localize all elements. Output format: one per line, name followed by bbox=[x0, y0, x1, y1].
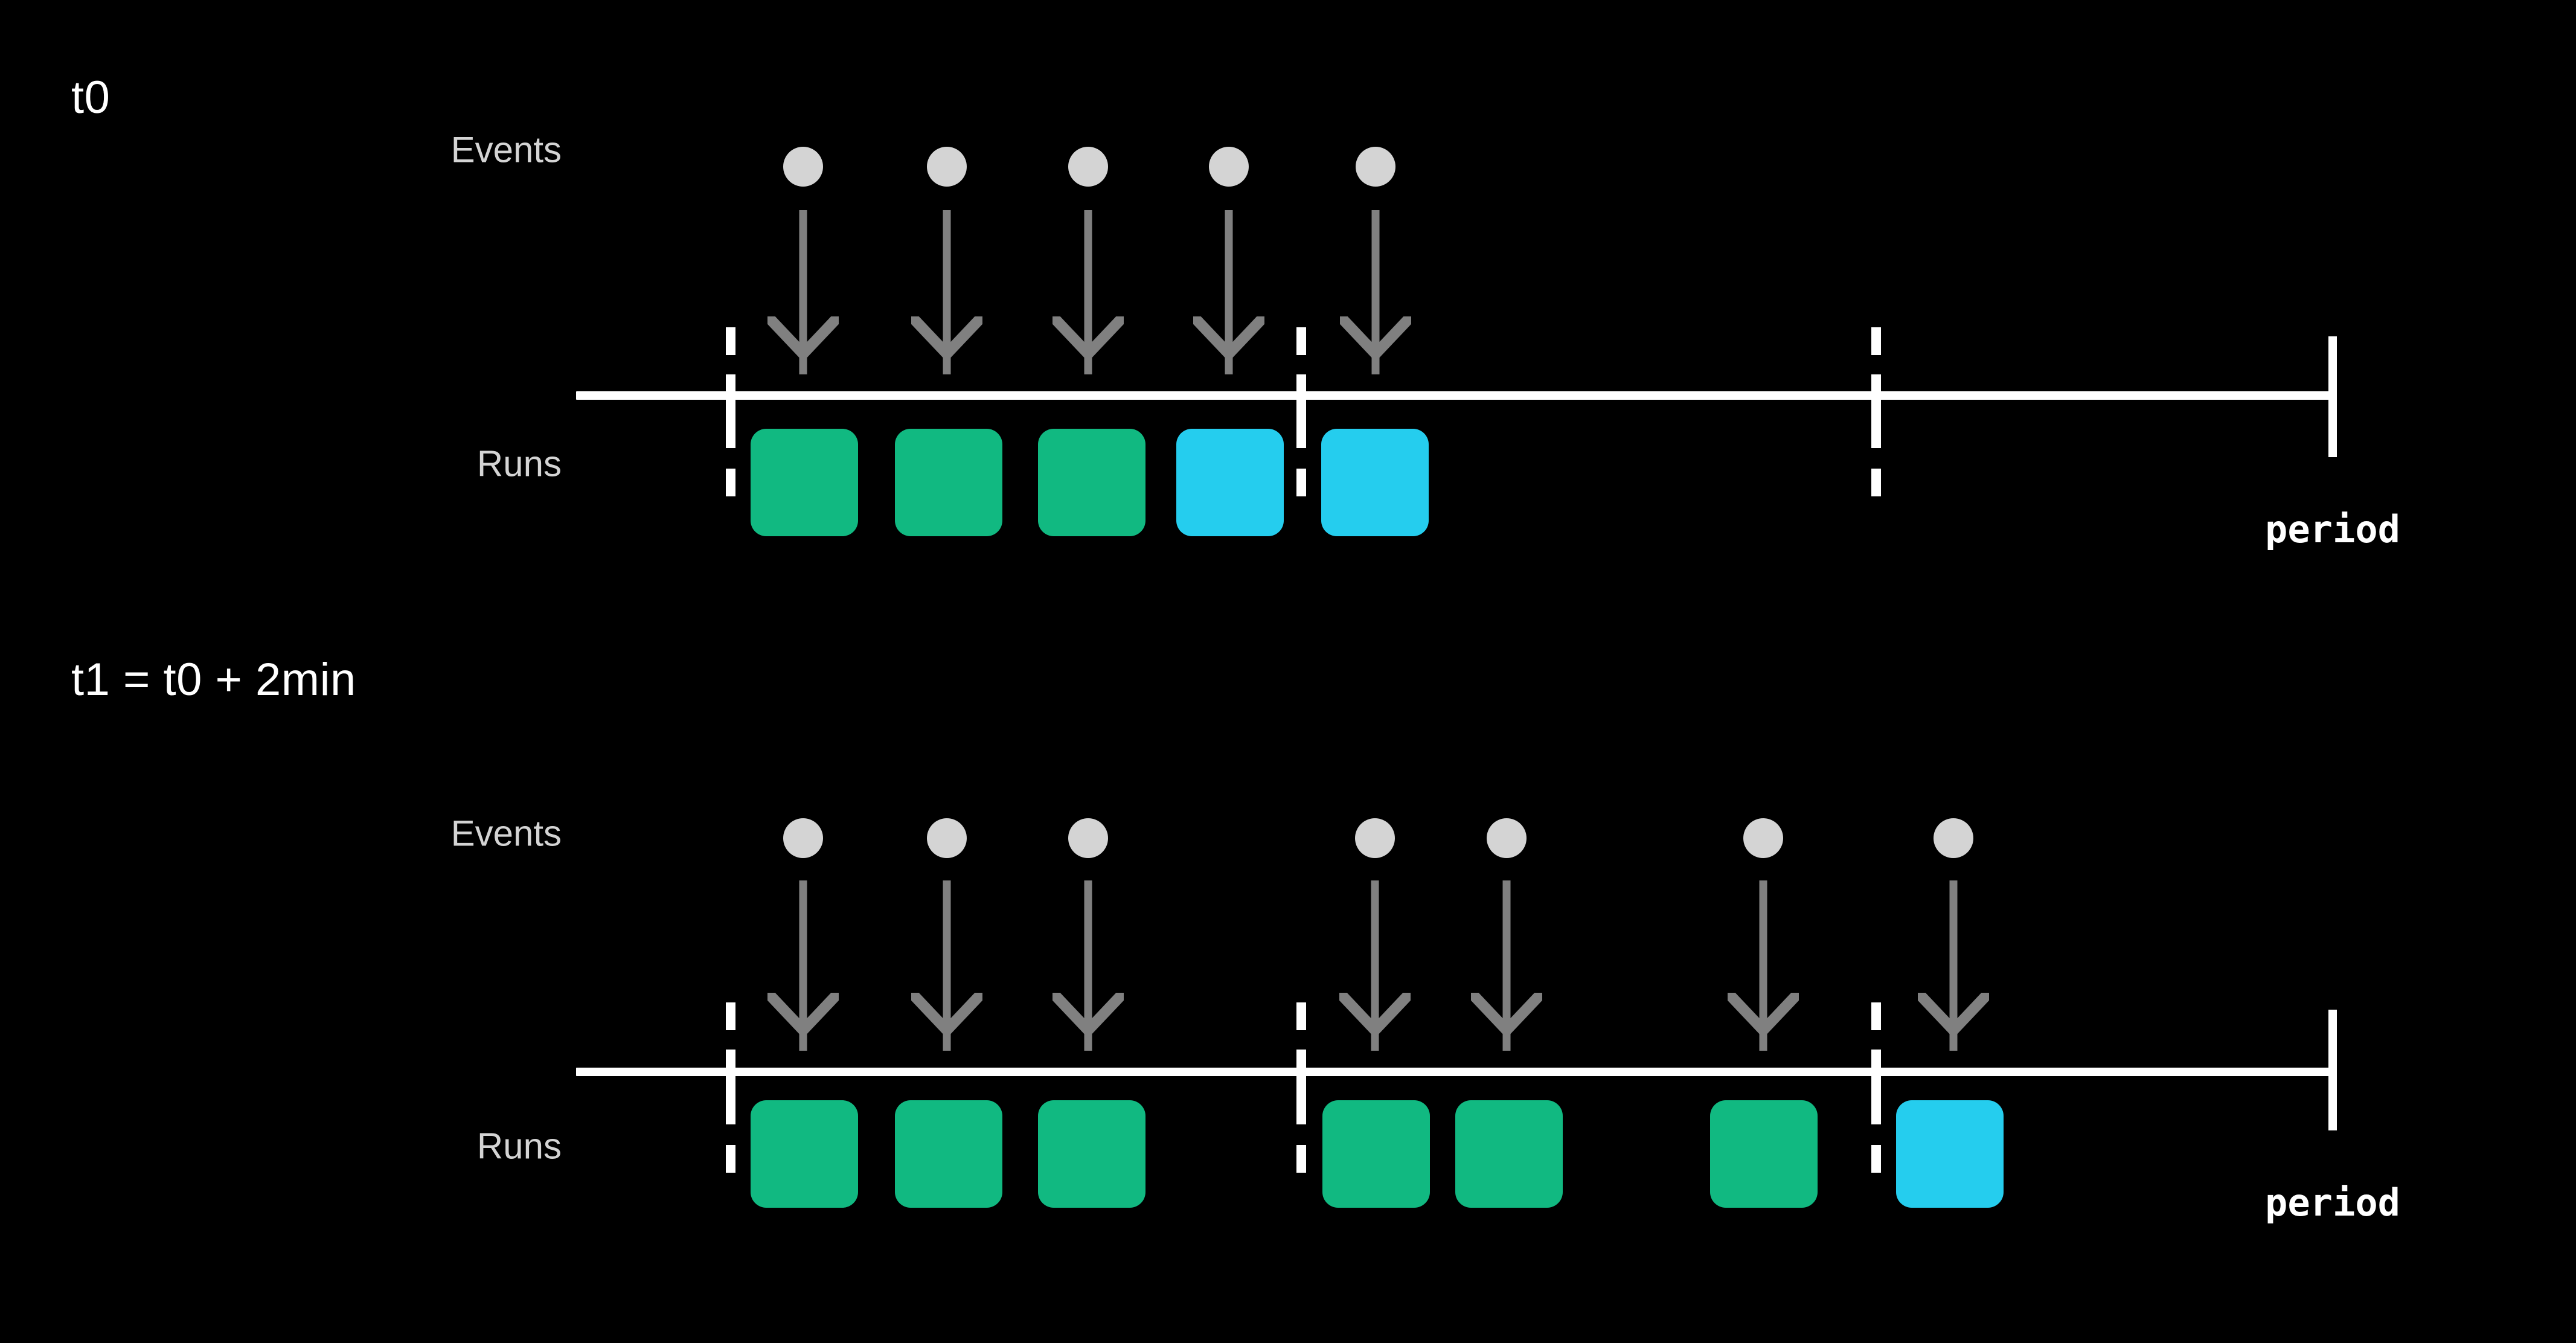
event-arrow-shaft-t0-2 bbox=[1084, 210, 1092, 374]
period-dash-t1-0 bbox=[726, 1002, 735, 1030]
event-dot-t1-3 bbox=[1355, 818, 1395, 858]
event-arrow-shaft-t0-1 bbox=[943, 210, 951, 374]
event-arrow-shaft-t1-4 bbox=[1502, 880, 1511, 1051]
run-block-t1-1 bbox=[895, 1100, 1002, 1208]
period-dash-t1-1 bbox=[1296, 1145, 1306, 1173]
runs-row-label-t1: Runs bbox=[476, 1126, 562, 1167]
period-dash-t1-0 bbox=[726, 1081, 735, 1124]
event-dot-t0-1 bbox=[927, 147, 967, 187]
run-block-t0-3 bbox=[1176, 429, 1284, 536]
event-arrow-head-t1-3 bbox=[1339, 993, 1411, 1051]
event-arrow-shaft-t1-3 bbox=[1371, 880, 1379, 1051]
timeline-axis-t0 bbox=[576, 391, 2336, 400]
period-dash-t0-1 bbox=[1296, 469, 1306, 496]
period-dash-t0-2 bbox=[1871, 405, 1881, 448]
event-arrow-shaft-t1-5 bbox=[1759, 880, 1767, 1051]
time-label-t1: t1 = t0 + 2min bbox=[71, 654, 356, 705]
event-dot-t1-4 bbox=[1487, 818, 1527, 858]
run-block-t1-0 bbox=[751, 1100, 858, 1208]
event-arrow-shaft-t1-1 bbox=[943, 880, 951, 1051]
run-block-t1-3 bbox=[1322, 1100, 1430, 1208]
event-arrow-head-t1-6 bbox=[1918, 993, 1989, 1051]
event-dot-t1-0 bbox=[783, 818, 823, 858]
period-dash-t1-1 bbox=[1296, 1081, 1306, 1124]
time-label-t0: t0 bbox=[71, 72, 111, 123]
run-block-t0-2 bbox=[1038, 429, 1145, 536]
period-dash-t0-2 bbox=[1871, 327, 1881, 355]
events-row-label-t1: Events bbox=[450, 813, 562, 854]
run-block-t1-5 bbox=[1710, 1100, 1818, 1208]
event-arrow-head-t0-1 bbox=[911, 316, 982, 374]
period-dash-t1-0 bbox=[726, 1145, 735, 1173]
event-arrow-shaft-t1-2 bbox=[1084, 880, 1092, 1051]
event-arrow-shaft-t0-0 bbox=[799, 210, 807, 374]
event-dot-t0-3 bbox=[1209, 147, 1249, 187]
event-arrow-head-t0-4 bbox=[1340, 316, 1411, 374]
event-dot-t0-4 bbox=[1356, 147, 1395, 187]
event-arrow-head-t0-2 bbox=[1053, 316, 1124, 374]
event-arrow-shaft-t0-4 bbox=[1371, 210, 1380, 374]
event-arrow-head-t0-3 bbox=[1193, 316, 1264, 374]
event-dot-t0-2 bbox=[1068, 147, 1108, 187]
period-dash-t1-2 bbox=[1871, 1145, 1881, 1173]
timeline-axis-t1 bbox=[576, 1068, 2336, 1076]
event-arrow-head-t1-4 bbox=[1471, 993, 1542, 1051]
event-arrow-head-t1-1 bbox=[911, 993, 982, 1051]
run-block-t0-4 bbox=[1321, 429, 1429, 536]
period-end-tick-t0 bbox=[2328, 336, 2337, 457]
period-dash-t1-1 bbox=[1296, 1002, 1306, 1030]
run-block-t1-2 bbox=[1038, 1100, 1145, 1208]
run-block-t0-0 bbox=[751, 429, 858, 536]
period-dash-t0-0 bbox=[726, 469, 735, 496]
event-arrow-shaft-t1-6 bbox=[1949, 880, 1958, 1051]
period-dash-t0-2 bbox=[1871, 469, 1881, 496]
event-arrow-head-t1-2 bbox=[1053, 993, 1124, 1051]
period-dash-t0-1 bbox=[1296, 327, 1306, 355]
runs-row-label-t0: Runs bbox=[476, 443, 562, 484]
period-dash-t1-2 bbox=[1871, 1002, 1881, 1030]
event-arrow-head-t1-5 bbox=[1728, 993, 1799, 1051]
event-arrow-head-t1-0 bbox=[767, 993, 839, 1051]
period-dash-t0-1 bbox=[1296, 405, 1306, 448]
run-block-t1-6 bbox=[1896, 1100, 2004, 1208]
event-arrow-shaft-t0-3 bbox=[1225, 210, 1233, 374]
period-end-tick-t1 bbox=[2328, 1010, 2337, 1130]
event-dot-t1-1 bbox=[927, 818, 967, 858]
run-block-t0-1 bbox=[895, 429, 1002, 536]
event-dot-t0-0 bbox=[783, 147, 823, 187]
period-label-t0: period bbox=[2265, 507, 2400, 551]
period-dash-t1-2 bbox=[1871, 1081, 1881, 1124]
events-row-label-t0: Events bbox=[450, 129, 562, 170]
period-dash-t0-0 bbox=[726, 405, 735, 448]
period-label-t1: period bbox=[2265, 1181, 2400, 1225]
event-arrow-head-t0-0 bbox=[767, 316, 839, 374]
period-dash-t0-0 bbox=[726, 327, 735, 355]
event-dot-t1-6 bbox=[1934, 818, 1973, 858]
event-arrow-shaft-t1-0 bbox=[799, 880, 807, 1051]
event-dot-t1-2 bbox=[1068, 818, 1108, 858]
run-block-t1-4 bbox=[1455, 1100, 1563, 1208]
event-dot-t1-5 bbox=[1743, 818, 1783, 858]
